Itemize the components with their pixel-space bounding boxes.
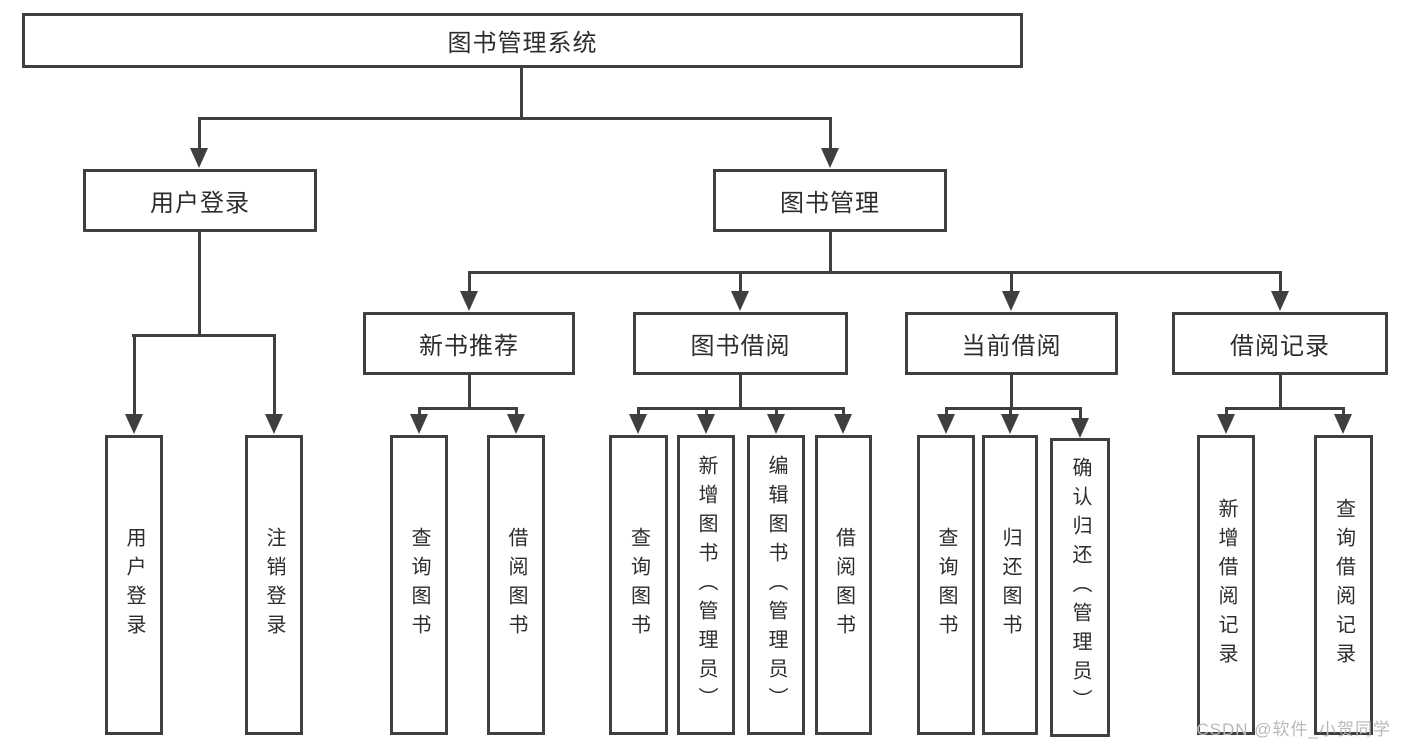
arrow-down-icon <box>731 291 749 311</box>
node-root-system: 图书管理系统 <box>22 13 1023 68</box>
leaf-label: 编辑图书（管理员） <box>765 454 787 716</box>
leaf-label: 查询图书 <box>627 527 650 643</box>
arrow-down-icon <box>507 414 525 434</box>
connector-line <box>775 407 778 417</box>
connector-line <box>468 375 471 409</box>
leaf-add-borrow-record: 新增借阅记录 <box>1197 435 1255 735</box>
arrow-down-icon <box>1271 291 1289 311</box>
connector-line <box>945 407 1082 410</box>
arrow-down-icon <box>265 414 283 434</box>
node-label: 图书管理系统 <box>447 30 598 57</box>
leaf-query-borrow-record: 查询借阅记录 <box>1314 435 1373 735</box>
node-new-book-recommend: 新书推荐 <box>363 312 575 375</box>
connector-line <box>1225 407 1345 410</box>
leaf-confirm-return-admin: 确认归还（管理员） <box>1050 438 1110 737</box>
leaf-label: 新增借阅记录 <box>1215 498 1237 672</box>
connector-line <box>198 117 201 150</box>
connector-line <box>1225 407 1228 417</box>
connector-line <box>1279 271 1282 294</box>
arrow-down-icon <box>1217 414 1235 434</box>
connector-line <box>739 271 742 294</box>
node-label: 新书推荐 <box>419 333 519 360</box>
connector-line <box>273 334 276 418</box>
leaf-label: 借阅图书 <box>505 527 527 643</box>
leaf-query-books-current: 查询图书 <box>917 435 975 735</box>
node-user-login: 用户登录 <box>83 169 317 232</box>
leaf-label: 用户登录 <box>123 527 145 643</box>
leaf-user-login: 用户登录 <box>105 435 163 735</box>
arrow-down-icon <box>1002 291 1020 311</box>
leaf-edit-books-admin: 编辑图书（管理员） <box>747 435 805 735</box>
node-label: 图书借阅 <box>690 333 791 360</box>
arrow-down-icon <box>410 414 428 434</box>
node-book-management: 图书管理 <box>713 169 947 232</box>
leaf-label: 注销登录 <box>263 527 285 643</box>
connector-line <box>1279 375 1282 409</box>
connector-line <box>132 334 275 337</box>
connector-line <box>1009 407 1012 417</box>
connector-line <box>520 68 523 118</box>
node-book-borrowing: 图书借阅 <box>633 312 848 375</box>
node-label: 借阅记录 <box>1230 333 1330 360</box>
arrow-down-icon <box>834 414 852 434</box>
connector-line <box>829 232 832 273</box>
leaf-label: 归还图书 <box>999 527 1021 643</box>
node-current-borrowing: 当前借阅 <box>905 312 1118 375</box>
leaf-label: 确认归还（管理员） <box>1069 457 1091 718</box>
connector-line <box>637 407 845 410</box>
node-label: 用户登录 <box>150 190 250 217</box>
connector-line <box>198 232 201 336</box>
leaf-label: 查询图书 <box>935 527 957 643</box>
leaf-label: 借阅图书 <box>832 527 855 643</box>
connector-line <box>1010 375 1013 409</box>
connector-line <box>637 407 640 417</box>
node-borrowing-records: 借阅记录 <box>1172 312 1388 375</box>
arrow-down-icon <box>937 414 955 434</box>
connector-line <box>418 407 518 410</box>
arrow-down-icon <box>1001 414 1019 434</box>
leaf-label: 查询图书 <box>408 527 430 643</box>
connector-line <box>945 407 948 417</box>
leaf-borrow-books-recommend: 借阅图书 <box>487 435 545 735</box>
connector-line <box>1010 271 1013 294</box>
arrow-down-icon <box>629 414 647 434</box>
arrow-down-icon <box>125 414 143 434</box>
connector-line <box>468 271 471 294</box>
leaf-query-books-recommend: 查询图书 <box>390 435 448 735</box>
node-label: 当前借阅 <box>961 333 1062 360</box>
connector-line <box>418 407 421 417</box>
leaf-logout: 注销登录 <box>245 435 303 735</box>
connector-line <box>829 117 832 150</box>
connector-line <box>515 407 518 417</box>
leaf-add-books-admin: 新增图书（管理员） <box>677 435 735 735</box>
connector-line <box>198 117 832 120</box>
arrow-down-icon <box>1334 414 1352 434</box>
leaf-borrow-books-borrowing: 借阅图书 <box>815 435 872 735</box>
connector-line <box>1079 407 1082 420</box>
csdn-watermark: CSDN @软件_小贺同学 <box>1196 720 1391 739</box>
leaf-label: 新增图书（管理员） <box>695 454 717 716</box>
connector-line <box>705 407 708 417</box>
node-label: 图书管理 <box>780 190 880 217</box>
connector-line <box>468 271 1282 274</box>
leaf-label: 查询借阅记录 <box>1332 498 1355 672</box>
connector-line <box>842 407 845 417</box>
arrow-down-icon <box>190 148 208 168</box>
connector-line <box>739 375 742 409</box>
arrow-down-icon <box>697 414 715 434</box>
arrow-down-icon <box>767 414 785 434</box>
leaf-return-books: 归还图书 <box>982 435 1038 735</box>
connector-line <box>133 334 136 418</box>
arrow-down-icon <box>821 148 839 168</box>
arrow-down-icon <box>460 291 478 311</box>
leaf-query-books-borrowing: 查询图书 <box>609 435 668 735</box>
connector-line <box>1342 407 1345 417</box>
arrow-down-icon <box>1071 418 1089 438</box>
